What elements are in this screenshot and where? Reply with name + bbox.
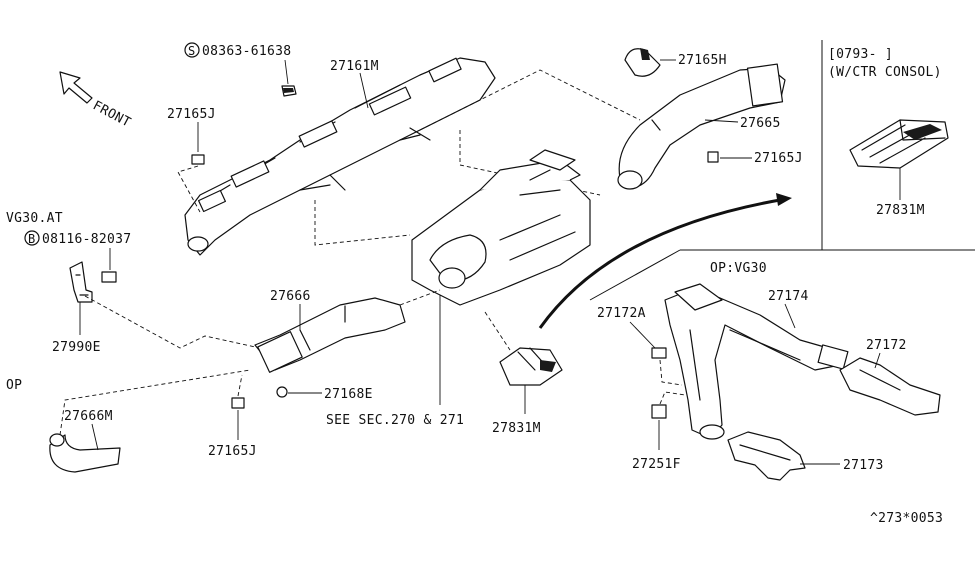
leader-27172 [874,352,881,369]
part-label-27990E: 27990E [52,340,101,355]
reference-note: SEE SEC.270 & 271 [326,413,464,428]
option-label-right: OP:VG30 [710,261,767,276]
dash-27666-heater [399,289,441,306]
curved-arrow-line [538,198,781,329]
screw-08363-icon [281,85,297,97]
part-label-27174: 27174 [768,289,809,304]
part-label-08363-61638: 08363-61638 [202,44,291,59]
part-label-27831M-inset: 27831M [876,203,925,218]
front-label: FRONT [90,98,133,130]
duct-27665-drawing [617,63,786,190]
leader-27174 [784,303,796,329]
clip-27168E-icon [276,386,288,398]
screw-27251F-icon [651,404,667,419]
option-divider-diagonal [589,249,681,301]
clip-27165J-lower-icon [231,397,245,409]
bracket-27990E-drawing [69,261,93,303]
screw-symbol-text: S [188,44,196,58]
screw-27172A-icon [651,347,667,359]
curved-arrow-head-icon [776,193,792,206]
part-label-27831M-main: 27831M [492,421,541,436]
footer-code: ^273*0053 [870,511,943,526]
leader-27172A [629,321,656,349]
heater-unit-drawing [411,149,591,306]
leader-27161M [359,72,369,109]
front-arrow-icon [59,71,93,104]
part-label-27161M: 27161M [330,59,379,74]
bolt-symbol-text: B [28,232,36,246]
part-label-27165J-lower: 27165J [208,444,257,459]
clip-27165J-right-icon [707,151,719,163]
clamp-27165H-icon [624,48,661,77]
part-label-27173: 27173 [843,458,884,473]
part-label-27168E: 27168E [324,387,373,402]
part-label-08116-82037: 08116-82037 [42,232,131,247]
dash-27831M [484,311,511,351]
duct-27666M-drawing [49,433,121,473]
part-label-27251F: 27251F [632,457,681,472]
duct-27831M-main-drawing [499,347,563,386]
leader-08363 [284,59,289,85]
duct-27174-drawing [664,283,849,440]
clip-27165J-upper-icon [191,154,205,165]
part-label-27665: 27665 [740,116,781,131]
duct-27161M-drawing [184,57,496,256]
leader-27666M [91,423,99,451]
dash-duct-link-mid [459,130,601,196]
inset-header-line1: [0793- ] [828,47,893,62]
duct-27831M-inset-drawing [849,119,949,169]
part-label-27165J-upper: 27165J [167,107,216,122]
dash-27251F [659,391,686,405]
part-label-27666: 27666 [270,289,311,304]
dash-27165J-upper [177,165,201,213]
dash-duct-link-top [419,69,641,131]
variant-label-vg30at: VG30.AT [6,211,63,226]
dash-duct-link-left [314,200,411,246]
duct-27173-drawing [727,431,806,481]
dash-27666M [59,369,251,436]
leader-27665 [704,119,739,123]
duct-27172-drawing [839,357,941,416]
part-label-27172: 27172 [866,338,907,353]
part-label-27172A: 27172A [597,306,646,321]
duct-27666-drawing [254,297,406,373]
screw-symbol-icon: S [184,42,200,58]
part-label-27165J-right: 27165J [754,151,803,166]
bolt-symbol-icon: B [24,230,40,246]
part-label-27666M: 27666M [64,409,113,424]
dash-27990E [84,295,261,349]
dash-27172A [659,359,683,386]
inset-header-line2: (W/CTR CONSOL) [828,65,942,80]
dash-27165J-lower [237,374,243,397]
bolt-08116-icon [101,271,117,283]
option-label-left: OP [6,378,22,393]
part-label-27165H: 27165H [678,53,727,68]
